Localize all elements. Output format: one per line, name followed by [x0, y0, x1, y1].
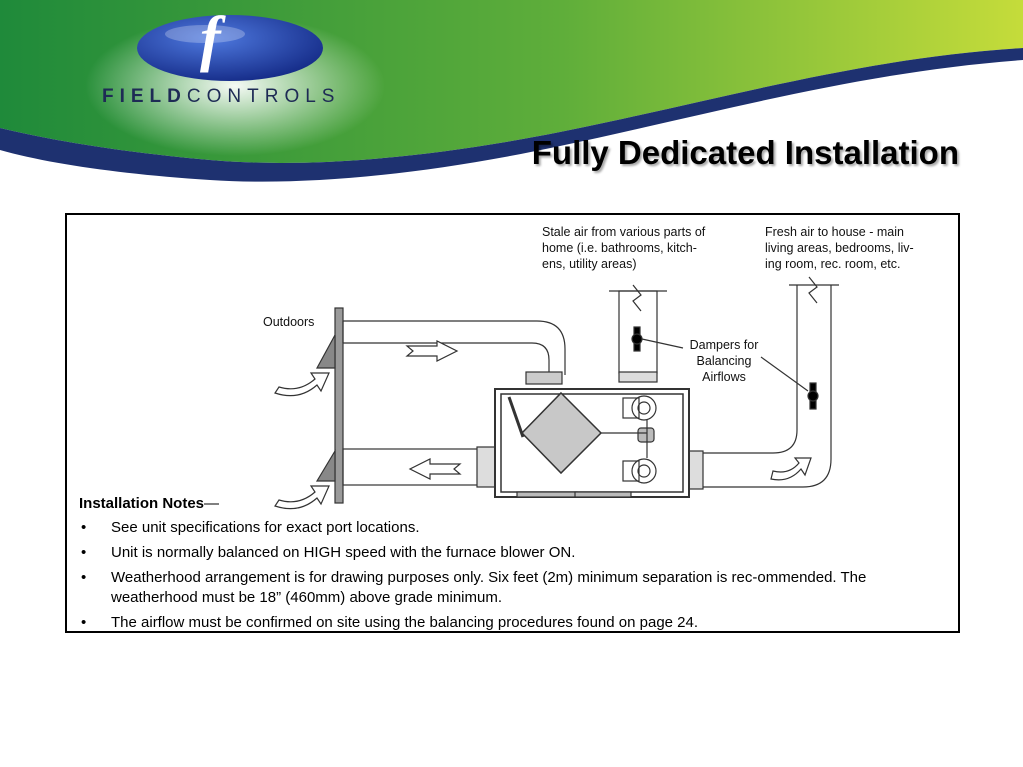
arrow-intake [405, 340, 459, 362]
note-item: •Weatherhood arrangement is for drawing … [81, 569, 867, 606]
notes-heading: Installation Notes— [79, 495, 220, 512]
arrow-outdoor-out [274, 485, 330, 510]
note-item: •The airflow must be confirmed on site u… [81, 614, 699, 631]
note-item: •Unit is normally balanced on HIGH speed… [81, 544, 576, 561]
note-item: •See unit specifications for exact port … [81, 519, 420, 536]
banner-swoosh [0, 0, 1023, 182]
header-banner: f FIELDCONTROLS Fully Dedicated Installa… [0, 0, 1023, 200]
installation-notes: Installation Notes— •See unit specificat… [79, 495, 939, 631]
arrow-fresh-air [770, 457, 812, 481]
brand-name-bold: FIELD [102, 86, 187, 107]
page-title: Fully Dedicated Installation [531, 134, 959, 171]
label-stale-air: Stale air from various parts of home (i.… [542, 225, 706, 271]
brand-name: FIELDCONTROLS [102, 86, 340, 108]
intake-duct-inner [343, 342, 550, 375]
intake-duct-outer [343, 320, 566, 375]
heat-exchanger-core [520, 391, 603, 475]
logo-letter: f [200, 5, 221, 73]
label-outdoors: Outdoors [263, 315, 315, 329]
notes-list: •See unit specifications for exact port … [79, 518, 939, 631]
installation-diagram [274, 276, 839, 510]
exterior-wall [334, 307, 344, 504]
logo-emblem [137, 15, 323, 81]
arrow-outdoor-in [274, 372, 330, 397]
fresh-air-duct-inner [695, 285, 832, 488]
blower-top [631, 395, 657, 421]
fresh-air-duct-outer [695, 285, 798, 454]
weatherhood-bottom [315, 448, 336, 482]
arrow-exhaust [408, 458, 462, 480]
brand-name-light: CONTROLS [186, 86, 341, 107]
label-dampers: Dampers for Balancing Airflows [689, 338, 759, 384]
label-fresh-air: Fresh air to house - main living areas, … [765, 225, 914, 271]
intake-collar [525, 371, 563, 385]
weatherhood-top [315, 334, 336, 369]
blower-bottom [631, 458, 657, 484]
diagram-frame: Outdoors Stale air from various parts of… [65, 213, 960, 633]
